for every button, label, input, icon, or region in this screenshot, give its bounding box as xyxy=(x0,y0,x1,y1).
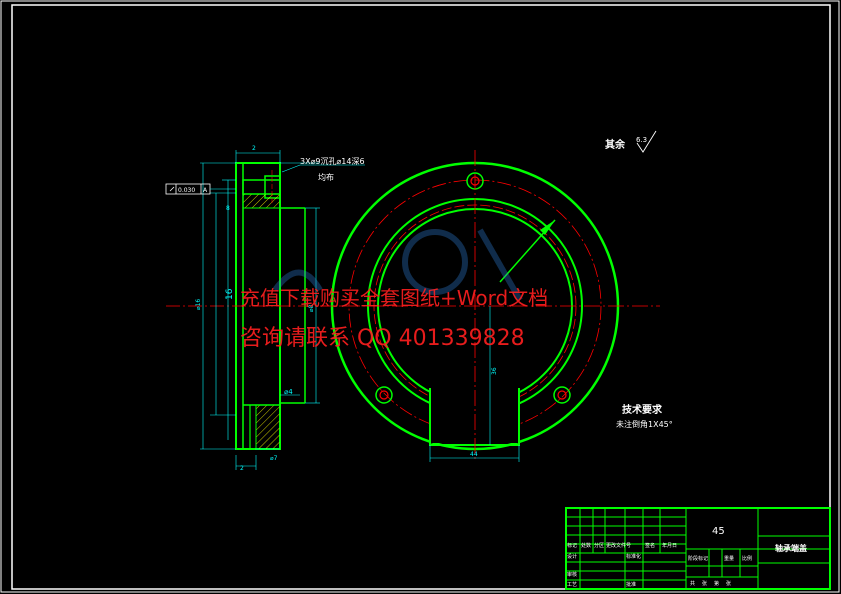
hole-callout-2: 均布 xyxy=(318,172,334,182)
dim-outer-dia: ⌀16 xyxy=(195,299,202,310)
part-name: 轴承端盖 xyxy=(775,543,807,553)
dim-16: 16 xyxy=(225,288,235,300)
tolerance-frame xyxy=(165,183,236,195)
dim-bottom-step: 2 xyxy=(240,465,244,472)
material-value: 45 xyxy=(712,526,725,537)
hatch-top xyxy=(242,193,281,209)
section-dimensions xyxy=(200,150,365,470)
watermark-line-2: 咨询请联系 QQ 401339828 xyxy=(240,326,525,351)
tb-label: 分区 xyxy=(594,542,604,549)
tb-label: 标记 xyxy=(567,542,577,549)
tb-label: 比例 xyxy=(742,555,752,562)
tb-label: 标准化 xyxy=(626,553,641,560)
bolt-hole-right xyxy=(553,386,571,404)
dim-dia-4: ⌀4 xyxy=(284,388,293,396)
tb-label: 张 xyxy=(726,580,731,587)
tb-label: 第 xyxy=(714,580,719,587)
dim-slot-width: 44 xyxy=(470,451,478,458)
section-view xyxy=(166,162,330,450)
hole-callout-1: 3X⌀9沉孔⌀14深6 xyxy=(300,157,365,166)
dim-slot-depth: 36 xyxy=(491,367,498,375)
tb-label: 工艺 xyxy=(567,582,577,588)
tb-label: 处数 xyxy=(581,542,591,549)
surface-finish-label: 其余 xyxy=(605,138,626,151)
tb-label: 共 xyxy=(690,580,695,587)
bolt-hole-left xyxy=(375,386,393,404)
tb-label: 签名 xyxy=(645,542,655,549)
tb-label: 审核 xyxy=(567,571,577,578)
inner-frame xyxy=(11,4,831,590)
tolerance-value: 0.030 xyxy=(178,187,195,194)
tb-label: 张 xyxy=(702,580,707,587)
dim-dia-7: ⌀7 xyxy=(270,455,278,462)
bottom-slot xyxy=(430,385,519,443)
surface-finish-icon xyxy=(636,130,657,153)
dim-top-width: 2 xyxy=(252,145,256,152)
bolt-circle xyxy=(348,179,602,433)
front-dimensions xyxy=(429,306,520,462)
surface-finish-value: 6.3 xyxy=(636,136,647,144)
tech-requirements-title: 技术要求 xyxy=(622,403,663,416)
datum-label: A xyxy=(203,187,208,194)
hatch-bottom xyxy=(255,404,281,450)
tb-label: 重量 xyxy=(724,555,734,562)
front-view xyxy=(320,150,660,460)
tb-label: 更改文件号 xyxy=(606,542,631,549)
tb-label: 批准 xyxy=(626,581,636,588)
tb-label: 年月日 xyxy=(662,542,677,549)
watermark-line-1: 充值下载购买全套图纸+Word文档 xyxy=(240,286,548,310)
tb-label: 设计 xyxy=(567,553,577,560)
dim-step: 8 xyxy=(226,205,230,212)
logo-watermark xyxy=(272,228,523,302)
title-block xyxy=(565,507,831,590)
tb-label: 阶段标记 xyxy=(688,555,708,562)
dim-inner-dia: ⌀8 xyxy=(308,304,315,312)
tech-requirements-line: 未注倒角1X45° xyxy=(616,419,673,429)
